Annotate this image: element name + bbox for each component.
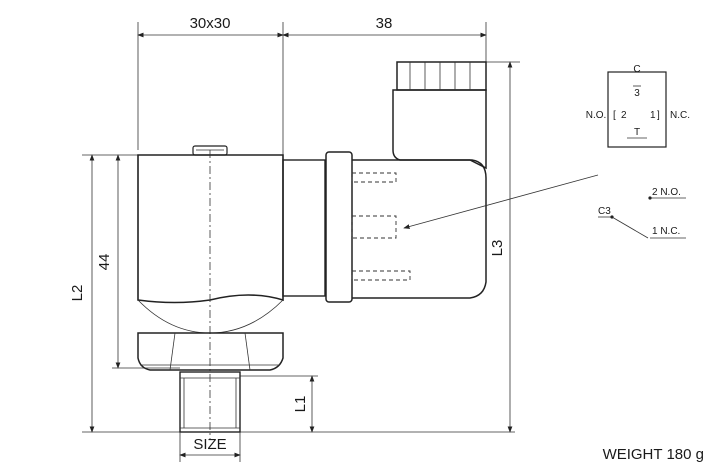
symbol-pin2: 2: [621, 110, 627, 121]
dim-connector-offset: 38: [376, 15, 393, 32]
dim-height: 44: [96, 254, 113, 271]
symbol-pin1: 1: [650, 110, 656, 121]
left-dimensions: L2 44: [69, 154, 515, 433]
wiring-nc: 1 N.C.: [652, 226, 680, 237]
symbol-nc: N.C.: [670, 110, 690, 121]
wiring-diagram: 2 N.O. C3 1 N.C.: [598, 187, 686, 239]
dim-l1: L1: [292, 396, 309, 413]
valve-body: SIZE: [137, 145, 326, 462]
dim-size: SIZE: [193, 436, 226, 453]
dim-l1-group: L1: [240, 375, 318, 433]
dim-l3: L3: [489, 240, 506, 257]
symbol-t: T: [634, 127, 640, 138]
knurl-lines: [409, 62, 471, 90]
dim-l3-group: L3: [486, 61, 520, 433]
symbol-pin1-bracket: ]: [657, 110, 660, 121]
dim-width: 30x30: [190, 15, 231, 32]
symbol-pin3: 3: [634, 88, 640, 99]
connector: [325, 61, 599, 303]
symbol-c: C: [633, 64, 640, 75]
wiring-no: 2 N.O.: [652, 187, 681, 198]
top-dimensions: 30x30 38: [137, 15, 487, 160]
wiring-c3: C3: [598, 206, 611, 217]
pin-symbol: C 3 N.O. [ 2 1 ] N.C. T: [586, 64, 690, 148]
symbol-pin2-bracket: [: [613, 110, 616, 121]
weight-label: WEIGHT 180 g: [602, 446, 704, 463]
symbol-no: N.O.: [586, 110, 607, 121]
thread-lines: [180, 377, 240, 429]
dim-l2: L2: [69, 285, 86, 302]
